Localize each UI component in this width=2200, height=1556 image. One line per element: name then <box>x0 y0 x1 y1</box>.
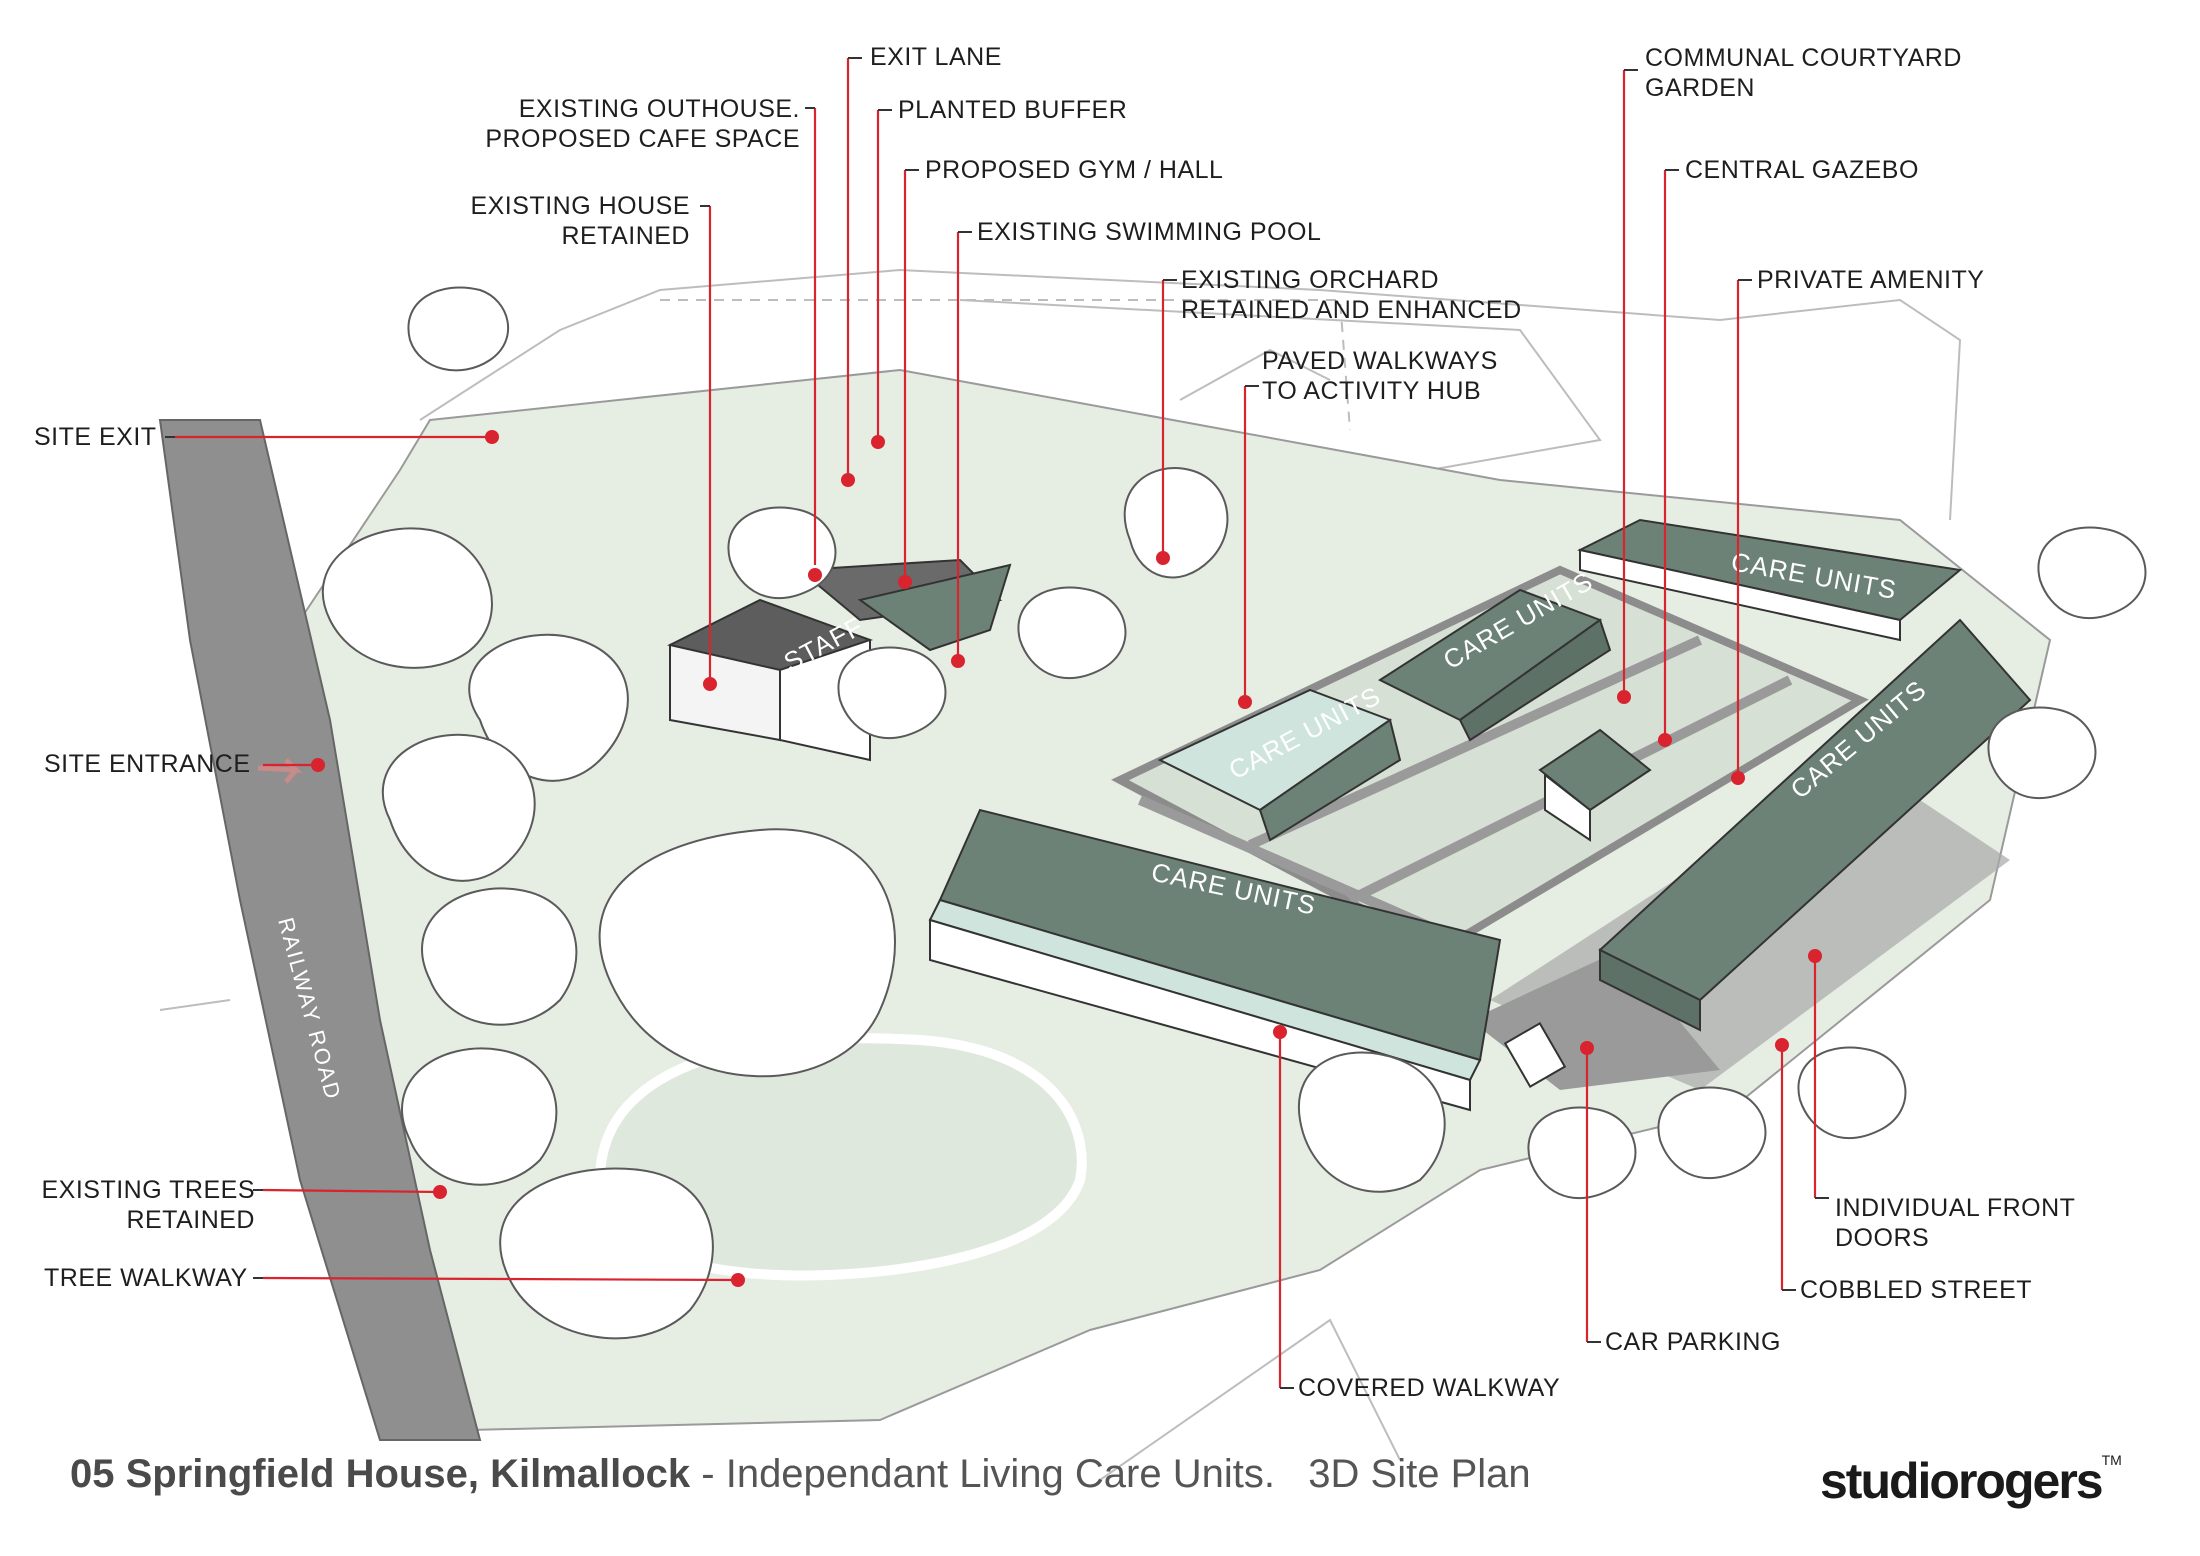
label-existing-outhouse: EXISTING OUTHOUSE. PROPOSED CAFE SPACE <box>470 94 800 154</box>
label-front-doors-line1: INDIVIDUAL FRONT <box>1835 1194 2076 1222</box>
gym-hall <box>857 563 1012 652</box>
label-car-parking: CAR PARKING <box>1605 1328 1781 1356</box>
label-swimming-pool: EXISTING SWIMMING POOL <box>977 218 1322 246</box>
label-cobbled-street: COBBLED STREET <box>1800 1276 2033 1304</box>
label-covered-walkway: COVERED WALKWAY <box>1298 1374 1561 1402</box>
annotation-leaders <box>165 57 1829 1389</box>
label-existing-trees: EXISTING TREES RETAINED <box>20 1175 255 1235</box>
communal-courtyard <box>1111 565 1869 955</box>
label-tree-walkway: TREE WALKWAY <box>44 1264 248 1292</box>
label-existing-trees-line1: EXISTING TREES <box>41 1176 255 1204</box>
label-front-doors-line2: DOORS <box>1835 1224 1930 1252</box>
drawing-title-project: 05 Springfield House, Kilmallock <box>70 1452 691 1496</box>
existing-house: STAFF <box>667 598 874 762</box>
label-central-gazebo: CENTRAL GAZEBO <box>1685 156 1919 184</box>
label-exit-lane: EXIT LANE <box>870 43 1002 71</box>
label-existing-orchard-line2: RETAINED AND ENHANCED <box>1181 296 1522 324</box>
existing-trees <box>322 286 2147 1340</box>
care-units-block-east: CARE UNITS <box>1598 618 2032 1032</box>
label-paved-walkways-line1: PAVED WALKWAYS <box>1262 347 1498 375</box>
context-linework <box>159 268 1962 1481</box>
label-private-amenity: PRIVATE AMENITY <box>1757 266 1985 294</box>
label-existing-outhouse-line2: PROPOSED CAFE SPACE <box>485 125 800 153</box>
label-site-exit: SITE EXIT <box>34 423 157 451</box>
trademark-mark: TM <box>2101 1452 2122 1468</box>
label-front-doors: INDIVIDUAL FRONT DOORS <box>1835 1193 2075 1253</box>
label-communal-courtyard-line1: COMMUNAL COURTYARD <box>1645 44 1962 72</box>
label-site-entrance: SITE ENTRANCE <box>44 750 251 778</box>
label-existing-outhouse-line1: EXISTING OUTHOUSE. <box>518 95 800 123</box>
label-existing-orchard: EXISTING ORCHARD RETAINED AND ENHANCED <box>1181 265 1522 325</box>
railway-road <box>158 419 482 1441</box>
label-gym-hall: PROPOSED GYM / HALL <box>925 156 1224 184</box>
care-units-block-north: CARE UNITS <box>1577 518 1963 642</box>
parked-car <box>1503 1021 1567 1089</box>
label-paved-walkways: PAVED WALKWAYS TO ACTIVITY HUB <box>1262 346 1498 406</box>
studio-logo-text: studiorogers <box>1820 1453 2104 1509</box>
studio-logo: studiorogersTM <box>1820 1452 2122 1510</box>
label-existing-trees-line2: RETAINED <box>126 1206 255 1234</box>
entrance-arrow-icon <box>257 758 303 784</box>
drawing-title: 05 Springfield House, Kilmallock - Indep… <box>70 1452 1531 1497</box>
label-communal-courtyard: COMMUNAL COURTYARD GARDEN <box>1645 43 1962 103</box>
label-existing-orchard-line1: EXISTING ORCHARD <box>1181 266 1440 294</box>
label-existing-house: EXISTING HOUSE RETAINED <box>420 191 690 251</box>
label-existing-house-line2: RETAINED <box>561 222 690 250</box>
drawing-title-description: - Independant Living Care Units. 3D Site… <box>690 1452 1531 1496</box>
central-gazebo <box>1538 728 1652 842</box>
label-planted-buffer: PLANTED BUFFER <box>898 96 1128 124</box>
label-communal-courtyard-line2: GARDEN <box>1645 74 1755 102</box>
label-paved-walkways-line2: TO ACTIVITY HUB <box>1262 377 1482 405</box>
label-existing-house-line1: EXISTING HOUSE <box>470 192 690 220</box>
